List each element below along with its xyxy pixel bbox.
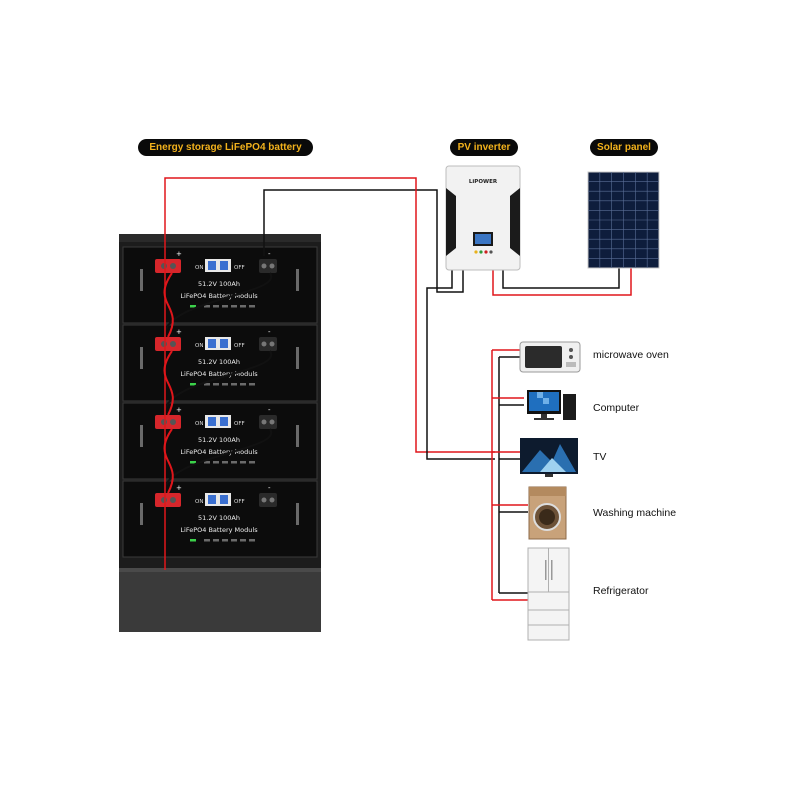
negative-sign: - — [268, 406, 271, 414]
solar-title-label: Solar panel — [590, 139, 658, 156]
module-interconnect-wires — [163, 256, 273, 570]
module-name: LiFePO4 Battery Moduls — [180, 526, 258, 534]
appliance-label-washing-machine: Washing machine — [593, 507, 677, 519]
solar-panel-icon — [587, 171, 660, 269]
positive-terminal-icon — [155, 259, 181, 273]
module-name: LiFePO4 Battery Moduls — [180, 370, 258, 378]
positive-sign: + — [176, 328, 182, 336]
module-spec: 51.2V 100Ah — [198, 436, 240, 444]
switch-on-label: ON — [195, 421, 203, 427]
negative-terminal-icon — [259, 415, 277, 429]
switch-on-label: ON — [195, 499, 203, 505]
positive-terminal-icon — [155, 415, 181, 429]
switch-off-label: OFF — [234, 343, 245, 349]
load-bus — [491, 349, 528, 601]
appliance-label-tv: TV — [593, 451, 607, 463]
positive-sign: + — [176, 406, 182, 414]
module-name: LiFePO4 Battery Moduls — [180, 292, 258, 300]
appliance-label-refrigerator: Refrigerator — [593, 585, 649, 597]
battery-negative-wire — [263, 189, 464, 293]
solar-negative-wire — [502, 268, 620, 289]
switch-on-label: ON — [195, 265, 203, 271]
battery-positive-wire — [164, 177, 495, 453]
switch-off-label: OFF — [234, 421, 245, 427]
switch-on-label: ON — [195, 343, 203, 349]
negative-terminal-icon — [259, 259, 277, 273]
solar-positive-wire — [492, 268, 632, 296]
inverter-brand: LiPOWER — [469, 179, 498, 185]
computer-icon — [527, 390, 576, 420]
inverter-title-label: PV inverter — [450, 139, 518, 156]
negative-sign: - — [268, 328, 271, 336]
microwave-icon — [519, 341, 581, 373]
appliance-label-microwave: microwave oven — [593, 349, 669, 361]
negative-terminal-icon — [259, 337, 277, 351]
inverter-icon: LiPOWER — [445, 165, 521, 271]
appliance-label-computer: Computer — [593, 402, 640, 414]
module-spec: 51.2V 100Ah — [198, 358, 240, 366]
refrigerator-icon — [527, 547, 570, 641]
positive-sign: + — [176, 484, 182, 492]
module-spec: 51.2V 100Ah — [198, 514, 240, 522]
module-spec: 51.2V 100Ah — [198, 280, 240, 288]
positive-sign: + — [176, 250, 182, 258]
load-negative-wire — [426, 270, 495, 460]
positive-terminal-icon — [155, 337, 181, 351]
negative-terminal-icon — [259, 493, 277, 507]
switch-off-label: OFF — [234, 265, 245, 271]
washing-machine-icon — [528, 486, 567, 540]
tv-icon — [520, 438, 578, 477]
negative-sign: - — [268, 484, 271, 492]
negative-sign: - — [268, 250, 271, 258]
module-name: LiFePO4 Battery Moduls — [180, 448, 258, 456]
battery-title-label: Energy storage LiFePO4 battery — [138, 139, 313, 156]
positive-terminal-icon — [155, 493, 181, 507]
switch-off-label: OFF — [234, 499, 245, 505]
